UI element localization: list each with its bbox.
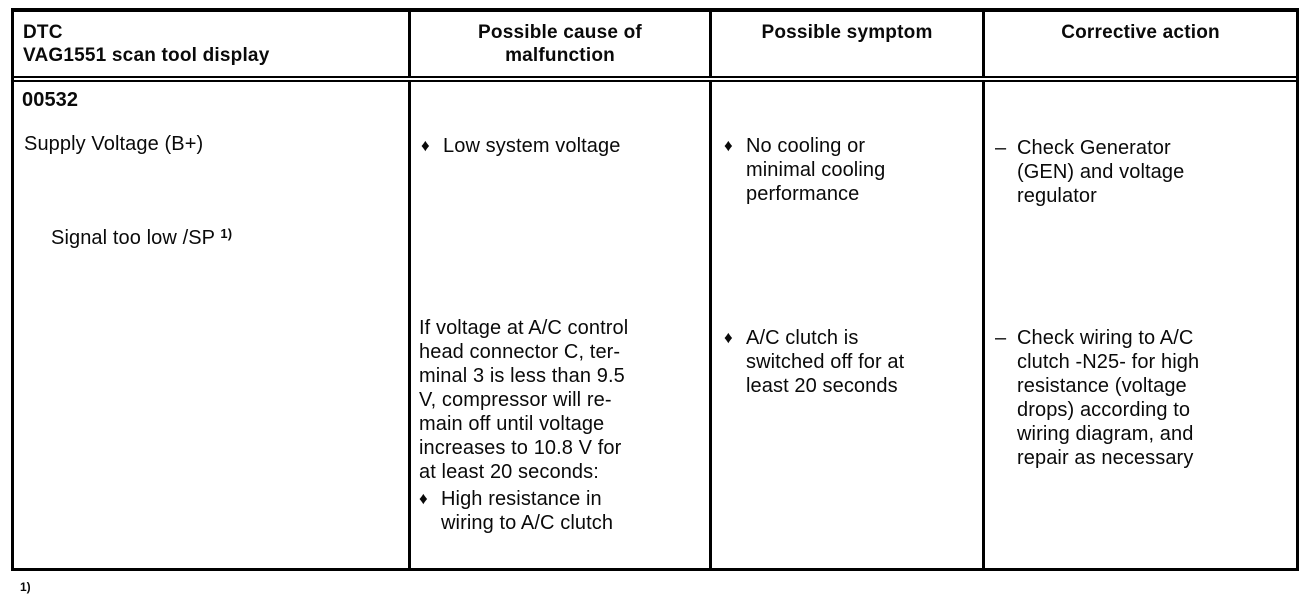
- dtc-table: DTC VAG1551 scan tool display Possible c…: [11, 8, 1299, 571]
- symptom-item-text: A/C clutch is switched off for at least …: [746, 327, 905, 397]
- cause-paragraph: If voltage at A/C control head connector…: [419, 317, 629, 483]
- symptom-item-text: No cooling or minimal cooling performanc…: [746, 135, 886, 205]
- footnote-marker: 1): [20, 580, 31, 594]
- action-item-text: Check wiring to A/C clutch -N25- for hig…: [1017, 327, 1200, 469]
- action-item-text: Check Generator (GEN) and voltage regula…: [1017, 137, 1185, 207]
- cell-possible-symptom: ♦ No cooling or minimal cooling performa…: [709, 82, 982, 568]
- footnote-marker-text: 1): [20, 580, 31, 594]
- cause-item-text: Low system voltage: [443, 135, 621, 157]
- cell-corrective-action: – Check Generator (GEN) and voltage regu…: [982, 82, 1296, 568]
- footnote-reference: 1): [220, 226, 233, 241]
- symptom-item-clutch-off: ♦ A/C clutch is switched off for at leas…: [724, 326, 978, 398]
- dash-bullet-icon: –: [995, 327, 1007, 349]
- header-cell-dtc: DTC VAG1551 scan tool display: [23, 22, 270, 66]
- dtc-code: 00532: [22, 89, 79, 111]
- cause-item-text: High resistance in wiring to A/C clutch: [441, 488, 614, 534]
- header-cell-possible-symptom: Possible symptom: [709, 12, 982, 76]
- header-cell-corrective-action: Corrective action: [982, 12, 1296, 76]
- table-header-row: DTC VAG1551 scan tool display Possible c…: [14, 12, 1296, 82]
- diamond-bullet-icon: ♦: [421, 136, 430, 155]
- diamond-bullet-icon: ♦: [724, 136, 733, 155]
- action-item-check-wiring: – Check wiring to A/C clutch -N25- for h…: [995, 326, 1292, 470]
- cell-dtc: 00532 Supply Voltage (B+) Signal too low…: [14, 82, 408, 568]
- diamond-bullet-icon: ♦: [724, 328, 733, 347]
- dtc-signal-text: Signal too low /SP: [51, 227, 221, 249]
- cell-possible-cause: ♦ Low system voltage If voltage at A/C c…: [408, 82, 709, 568]
- dash-bullet-icon: –: [995, 137, 1007, 159]
- table-body-row: 00532 Supply Voltage (B+) Signal too low…: [14, 82, 1296, 568]
- dtc-name: Supply Voltage (B+): [24, 133, 204, 155]
- dtc-signal-status: Signal too low /SP 1): [51, 222, 232, 250]
- cause-item-high-resistance: ♦ High resistance in wiring to A/C clutc…: [419, 487, 707, 535]
- action-item-check-generator: – Check Generator (GEN) and voltage regu…: [995, 136, 1292, 208]
- symptom-item-no-cooling: ♦ No cooling or minimal cooling performa…: [724, 134, 978, 206]
- cause-item-low-voltage: ♦ Low system voltage: [421, 134, 703, 158]
- diamond-bullet-icon: ♦: [419, 489, 428, 508]
- header-cell-possible-cause: Possible cause of malfunction: [408, 12, 709, 76]
- cause-paragraph-group: If voltage at A/C control head connector…: [419, 316, 707, 535]
